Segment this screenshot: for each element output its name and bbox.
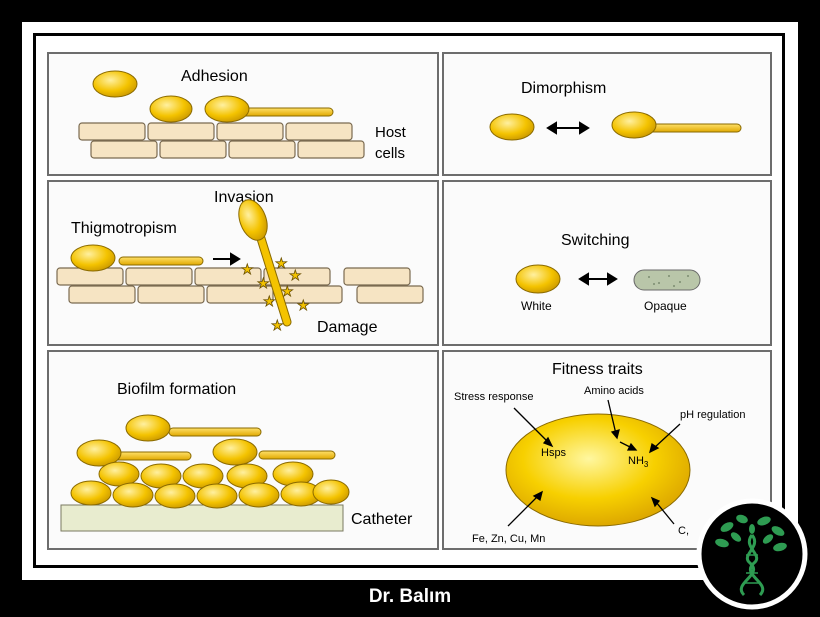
biofilm-illustration: Biofilm formation Catheter [60,381,413,532]
adhesion-title: Adhesion [181,68,248,85]
svg-text:★: ★ [281,283,294,299]
panel-switching: Switching White Opaque [442,180,772,346]
biofilm-title: Biofilm formation [117,381,236,398]
damage-stars-icon: ★★★ ★★★ ★★ [241,255,310,334]
svg-text:★: ★ [289,267,302,283]
switching-illustration: Switching White Opaque [515,232,701,313]
yeast-cell [611,111,657,139]
catheter-label: Catheter [351,511,413,528]
amino-label: Amino acids [584,385,644,397]
damage-label: Damage [317,319,378,336]
double-arrow-icon [578,272,618,286]
yeast-cell [204,95,250,123]
catheter-surface [60,504,344,532]
panel-dimorphism: Dimorphism [442,52,772,176]
host-label-2: cells [375,145,405,162]
metals-label: Fe, Zn, Cu, Mn [472,533,545,545]
hypha [648,123,742,133]
yeast-cell [149,95,193,123]
dimorphism-title: Dimorphism [521,80,606,97]
yeast-cell [70,244,116,272]
fitness-illustration: Fitness traits Stress response Amino aci… [454,361,745,545]
opaque-label: Opaque [644,299,687,313]
fitness-title: Fitness traits [552,361,643,378]
host-cells [56,267,424,304]
opaque-cell [633,269,701,291]
stress-label: Stress response [454,391,533,403]
double-arrow-icon [546,121,590,135]
arrow-icon [213,252,241,266]
svg-text:★: ★ [297,297,310,313]
hsps-label: Hsps [541,447,567,459]
svg-text:★: ★ [263,293,276,309]
dimorphism-illustration: Dimorphism [489,80,742,141]
invasion-illustration: Invasion Thigmotropism ★★★ ★★★ ★★ Damage [56,189,424,336]
svg-text:★: ★ [257,275,270,291]
footer-credit: Dr. Balım [368,586,452,607]
yeast-cell [238,199,268,241]
yeast-cell [92,70,138,98]
big-yeast-cell [505,413,691,527]
adhesion-illustration: Adhesion Host cells [78,68,407,162]
invasion-title: Invasion [214,189,274,206]
host-cells [78,122,365,159]
svg-text:★: ★ [271,317,284,333]
ph-label: pH regulation [680,409,745,421]
panel-fitness: Fitness traits Stress response Amino aci… [442,350,772,550]
hypha [118,256,204,266]
svg-text:★: ★ [275,255,288,271]
white-label: White [521,299,552,313]
yeast-cluster [70,414,350,509]
white-cell [515,264,561,294]
svg-text:★: ★ [241,261,254,277]
c-label: C, [678,525,689,537]
switching-title: Switching [561,232,629,249]
opaque-dots [648,275,689,287]
yeast-cell [489,113,535,141]
invading-hypha-fill [255,228,291,326]
dna-tree-logo-icon [696,498,808,610]
panel-invasion: Invasion Thigmotropism ★★★ ★★★ ★★ Damage [47,180,439,346]
arrows-icon [507,399,681,527]
host-label-1: Host [375,124,407,141]
panel-biofilm: Biofilm formation Catheter [47,350,439,550]
hyphae-layer [98,427,336,461]
panel-adhesion: Adhesion Host cells [47,52,439,176]
logo [692,497,812,612]
nh3-label: NH3 [628,455,649,469]
thigmotropism-label: Thigmotropism [71,220,177,237]
